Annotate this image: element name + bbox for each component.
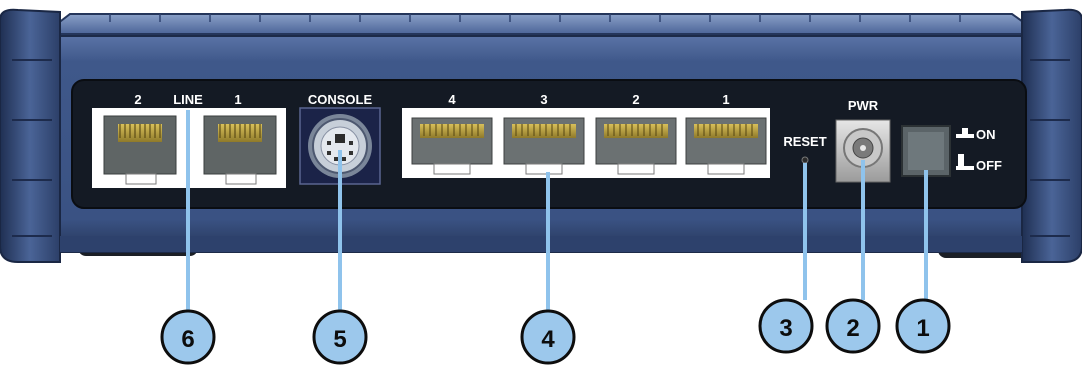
left-bumper xyxy=(0,8,61,263)
callout-number: 6 xyxy=(181,326,194,353)
line-port-1-label: 1 xyxy=(234,92,241,107)
mini-din-connector-icon[interactable] xyxy=(299,107,381,185)
housing-top xyxy=(41,13,1044,35)
callout-number: 3 xyxy=(779,315,792,342)
rj11-jack-icon[interactable] xyxy=(203,115,277,185)
rj45-jack-icon[interactable] xyxy=(685,117,767,175)
callout-number: 2 xyxy=(846,315,859,342)
switch-group: ON OFF xyxy=(901,125,1002,177)
housing-bottom-lip xyxy=(60,236,1022,252)
right-bumper xyxy=(1021,8,1082,263)
switch-on-symbol-icon xyxy=(956,128,974,138)
line-port-2-label: 2 xyxy=(134,92,141,107)
callout-number: 1 xyxy=(916,315,929,342)
lan-port-2-label: 2 xyxy=(632,92,639,107)
callout-number: 4 xyxy=(541,326,555,353)
callout-2: 2 xyxy=(825,298,881,354)
reset-group: RESET xyxy=(783,134,827,164)
lan-port-group: 4 3 2 1 xyxy=(402,92,770,178)
switch-off-symbol-icon xyxy=(956,154,974,170)
console-port-label: CONSOLE xyxy=(308,92,373,107)
lan-port-3-label: 3 xyxy=(540,92,547,107)
line-group-label: LINE xyxy=(173,92,203,107)
power-group: PWR xyxy=(835,98,891,183)
rj45-jack-icon[interactable] xyxy=(595,117,677,175)
rj45-jack-icon[interactable] xyxy=(503,117,585,175)
rj45-jack-icon[interactable] xyxy=(411,117,493,175)
top-ridge-ticks xyxy=(109,14,961,22)
callout-leaders xyxy=(186,110,928,316)
rocker-switch-icon[interactable] xyxy=(901,125,951,177)
reset-pinhole-icon[interactable] xyxy=(801,156,809,164)
callout-3: 3 xyxy=(758,298,814,354)
callout-number: 5 xyxy=(333,326,346,353)
callout-6: 6 xyxy=(160,309,216,365)
callout-1: 1 xyxy=(895,298,951,354)
callout-5: 5 xyxy=(312,309,368,365)
console-port-group: CONSOLE xyxy=(299,92,381,185)
rj11-jack-icon[interactable] xyxy=(103,115,177,185)
switch-on-label: ON xyxy=(976,127,996,142)
lan-port-1-label: 1 xyxy=(722,92,729,107)
power-label: PWR xyxy=(848,98,879,113)
switch-off-label: OFF xyxy=(976,158,1002,173)
reset-label: RESET xyxy=(783,134,826,149)
callout-4: 4 xyxy=(520,309,576,365)
lan-port-4-label: 4 xyxy=(448,92,456,107)
